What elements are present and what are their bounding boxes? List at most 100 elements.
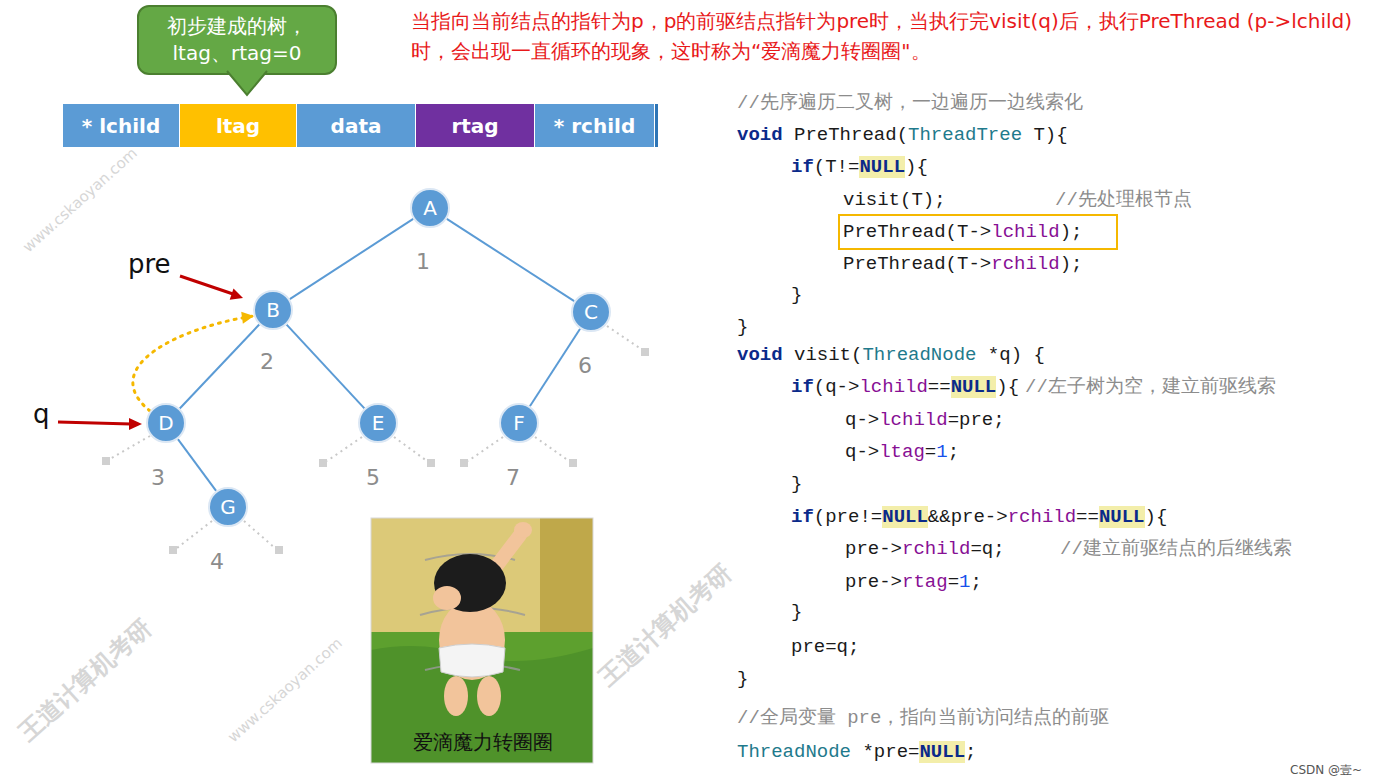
code-token: NULL <box>859 156 905 178</box>
connector-line <box>447 219 574 301</box>
code-line: PreThread(T->lchild); <box>843 220 1082 244</box>
null-pointer-line <box>327 437 362 461</box>
picture-frame <box>371 518 593 763</box>
code-line: void PreThread(ThreadTree T){ <box>737 123 1068 147</box>
null-pointer-line <box>607 326 641 349</box>
tree-edge <box>287 325 365 409</box>
cartoon-hair <box>434 554 506 612</box>
code-token: if <box>791 376 814 398</box>
code-token: rchild <box>902 538 970 560</box>
tree-node-circle: B <box>253 290 293 330</box>
note-text: 当指向当前结点的指针为p，p的前驱结点指针为pre时，当执行完visit(q)后… <box>411 6 1361 66</box>
code-token: 1 <box>936 441 947 463</box>
node-letter: E <box>372 411 385 435</box>
tree-node-circle: G <box>208 487 248 527</box>
field-cell: ltag <box>180 104 297 147</box>
callout-text: 初步建成的树， ltag、rtag=0 <box>157 13 317 67</box>
code-token: lchild <box>859 376 927 398</box>
code-line: } <box>791 600 802 624</box>
pointer-arrow <box>58 422 131 424</box>
code-line: if(q->lchild==NULL){ <box>791 375 1019 399</box>
arrowhead <box>241 312 254 324</box>
field-name: * rchild <box>554 114 635 138</box>
null-marker <box>427 459 435 467</box>
code-line: PreThread(T->rchild); <box>843 252 1082 276</box>
node-order-number: 7 <box>506 465 520 491</box>
code-line: if(T!=NULL){ <box>791 155 928 179</box>
node-letter: B <box>266 298 280 322</box>
null-pointer-line <box>177 521 212 548</box>
tree-edge <box>530 329 580 406</box>
tree-node-circle: A <box>410 188 450 228</box>
code-token: NULL <box>882 506 928 528</box>
code-token: if <box>791 156 814 178</box>
code-line: } <box>791 283 802 307</box>
node-letter: A <box>423 196 437 220</box>
null-marker <box>275 546 283 554</box>
code-token: ThreadTree <box>908 124 1022 146</box>
code-token: NULL <box>919 741 965 763</box>
code-comment: //全局变量 pre，指向当前访问结点的前驱 <box>737 706 1109 730</box>
connector-line <box>530 329 580 406</box>
callout-bubble: 初步建成的树， ltag、rtag=0 <box>137 5 337 75</box>
null-marker <box>569 459 577 467</box>
callout-tail <box>227 71 271 97</box>
code-line: visit(T); <box>843 188 946 212</box>
null-pointer-line <box>535 437 569 461</box>
node-letter: D <box>158 411 173 435</box>
node-order-number: 3 <box>151 465 165 491</box>
null-pointer-line <box>468 437 503 461</box>
cartoon-diaper <box>439 644 505 677</box>
code-token: if <box>791 506 814 528</box>
null-marker <box>319 459 327 467</box>
null-pointer-line <box>244 521 275 548</box>
code-token: NULL <box>1099 506 1145 528</box>
node-letter: G <box>220 495 236 519</box>
watermark: 王道计算机考研 <box>593 558 737 691</box>
node-letter: F <box>513 411 525 435</box>
field-name: data <box>331 114 382 138</box>
code-token: lchild <box>991 221 1059 243</box>
code-token: 1 <box>959 571 970 593</box>
code-token: ThreadNode <box>862 344 976 366</box>
pointer-arrow <box>180 276 233 294</box>
code-line: void visit(ThreadNode *q) { <box>737 343 1045 367</box>
code-token: rchild <box>1008 506 1076 528</box>
picture-ground <box>371 518 593 763</box>
callout-tail-border <box>227 71 267 95</box>
code-line: q->ltag=1; <box>845 440 959 464</box>
code-token: rtag <box>902 571 948 593</box>
pointer-arrowhead <box>230 288 243 299</box>
field-cell: * lchild <box>63 104 180 147</box>
code-token: void <box>737 344 783 366</box>
tree-node-circle: C <box>571 292 611 332</box>
null-marker <box>641 348 649 356</box>
tree-node-circle: D <box>146 403 186 443</box>
cartoon-hand <box>514 522 532 538</box>
pointer-arrowhead <box>129 418 142 430</box>
null-pointer-line <box>110 436 150 459</box>
tree-edge <box>290 219 413 299</box>
code-token: ThreadNode <box>737 741 851 763</box>
tree-edge <box>447 219 574 301</box>
watermark: www.cskaoyan.com <box>224 634 346 746</box>
tree-node-circle: E <box>358 403 398 443</box>
field-cell: * rchild <box>535 104 655 147</box>
null-pointers <box>110 326 641 548</box>
code-token: void <box>737 124 783 146</box>
tree-edge <box>180 325 259 409</box>
code-token: NULL <box>951 376 997 398</box>
code-line: pre->rchild=q; <box>845 537 1005 561</box>
field-cell: data <box>297 104 416 147</box>
pointer-name: pre <box>128 248 171 280</box>
connector-line <box>287 325 365 409</box>
picture-wall-shade <box>540 518 593 636</box>
null-marker <box>102 457 110 465</box>
connector-line <box>133 316 254 411</box>
node-order-number: 5 <box>366 465 380 491</box>
code-comment: //左子树为空，建立前驱线索 <box>1025 375 1276 399</box>
tree-edge <box>178 439 216 491</box>
tree-node-circle: F <box>499 403 539 443</box>
field-name: rtag <box>451 114 498 138</box>
